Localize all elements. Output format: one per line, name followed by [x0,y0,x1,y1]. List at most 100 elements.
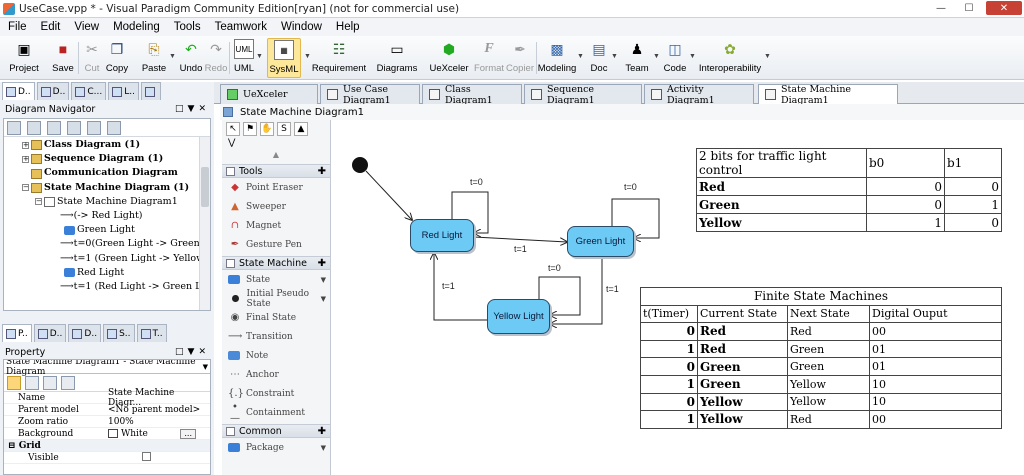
bits-table[interactable]: 2 bits for traffic light control b0 b1 R… [696,148,1002,232]
menu-view[interactable]: View [74,21,100,33]
menu-help[interactable]: Help [335,21,360,33]
team-button[interactable]: ♟Team [625,40,649,75]
state-green-light[interactable]: Green Light [567,226,634,257]
palette-group-state-machine[interactable]: State Machine✚ [222,256,330,270]
tab-diagram-navigator[interactable]: D.. [2,82,35,100]
fsm-table[interactable]: Finite State Machines t(Timer) Current S… [640,287,1002,429]
menu-tools[interactable]: Tools [173,21,201,33]
menu-edit[interactable]: Edit [40,21,61,33]
project-button[interactable]: ▣Project [9,40,39,75]
requirement-button[interactable]: ☷Requirement [311,40,367,75]
tab-class-diagram[interactable]: Class Diagram1 [422,84,522,106]
initial-state-node[interactable] [352,157,368,173]
hand-icon[interactable]: ✋ [260,122,274,136]
palette-group-common[interactable]: Common✚ [222,424,330,438]
palette-note[interactable]: Note [222,346,330,365]
triangle-icon[interactable]: ▲ [294,122,308,136]
tab-diagram-overview[interactable]: D.. [33,324,67,342]
modeling-button[interactable]: ▩Modeling [537,40,577,75]
transition-label[interactable]: t=1 [442,281,455,291]
tree-item[interactable]: Green Light [4,223,210,237]
cut-button[interactable]: ✂Cut [82,38,102,78]
initial-transition[interactable] [365,170,412,220]
tab-activity-diagram[interactable]: Activity Diagram1 [644,84,754,106]
close-icon[interactable]: ✕ [986,1,1022,15]
redo-button[interactable]: ↷Redo [204,40,228,75]
categorized-icon[interactable] [7,375,21,390]
palette-magnet[interactable]: ∩Magnet [222,216,330,235]
tab-state-machine-diagram[interactable]: State Machine Diagram1 [758,84,898,106]
lock-icon[interactable]: ⚑ [243,122,257,136]
palette-transition[interactable]: ⟶Transition [228,331,293,342]
tab-use-case-diagram[interactable]: Use Case Diagram1 [320,84,420,106]
folder-icon[interactable] [107,120,121,135]
minimize-icon[interactable]: — [936,2,946,14]
yellow-self-transition[interactable] [538,276,581,315]
sort-icon[interactable] [67,120,81,135]
chevron-down-icon[interactable]: ⋁ [228,138,236,148]
ellipsis-button[interactable]: ... [180,428,196,439]
transition-label[interactable]: t=0 [624,182,637,192]
tree-item[interactable]: −State Machine Diagram (1) [22,181,190,193]
tab-uexceler[interactable]: UeXceler [220,84,318,104]
tab-logical-view[interactable]: L.. [108,82,139,100]
palette-point-eraser[interactable]: ◆Point Eraser [222,178,330,197]
tree-item[interactable]: ⟶t=1 (Red Light -> Green Light) [4,280,210,294]
palette-constraint[interactable]: {.}Constraint [228,388,295,399]
diagrams-button[interactable]: ▭Diagrams [376,40,418,75]
tab-property[interactable]: P.. [2,324,32,342]
palette-package[interactable]: Package▼ [222,438,330,457]
tree-item[interactable]: +Sequence Diagram (1) [22,153,164,165]
navigator-scrollbar[interactable] [199,137,210,310]
menu-window[interactable]: Window [281,21,322,33]
copy-button[interactable]: ❐Copy [105,40,129,75]
tab-class-repository[interactable]: C... [71,82,107,100]
undo-button[interactable]: ↶Undo [179,40,203,75]
up-icon[interactable] [87,120,101,135]
green-self-transition[interactable] [611,198,660,238]
doc-button[interactable]: ▤Doc [590,40,608,75]
grid-icon[interactable] [7,120,21,135]
tree-item[interactable]: Red Light [4,266,210,280]
property-selector[interactable]: State Machine Diagram1 - State Machine D… [4,359,210,377]
state-red-light[interactable]: Red Light [410,219,474,252]
palette-sweeper[interactable]: ▲Sweeper [222,197,330,216]
sort-icon[interactable] [25,375,39,390]
property-row[interactable]: Parent model<No parent model> [4,404,210,416]
sysml-button[interactable]: ▦SysML [267,38,301,78]
sticky-icon[interactable]: S [277,122,291,136]
palette-state[interactable]: State▼ [222,270,330,289]
tab-template[interactable]: T.. [136,324,167,342]
pointer-icon[interactable]: ↖ [226,122,240,136]
yellow-to-red-transition[interactable] [434,253,487,321]
code-button[interactable]: ◫Code [663,40,687,75]
transition-label[interactable]: t=0 [548,263,561,273]
state-yellow-light[interactable]: Yellow Light [487,299,550,334]
tab-sequence-diagram[interactable]: Sequence Diagram1 [524,84,642,106]
expand-icon[interactable] [43,375,57,390]
tab-documentation[interactable]: D.. [68,324,102,342]
scroll-up-icon[interactable]: ▲ [272,150,280,159]
collapse-icon[interactable] [61,375,75,390]
property-row[interactable]: Visible [4,451,210,464]
transition-label[interactable]: t=1 [514,244,527,254]
palette-anchor[interactable]: ⋯Anchor [230,369,279,380]
tree-item[interactable]: −State Machine Diagram1 [35,195,178,207]
paste-button[interactable]: ⎘Paste [141,40,167,75]
transition-label[interactable]: t=1 [606,284,619,294]
panel-controls-icon[interactable]: □▼✕ [175,104,210,114]
palette-gesture-pen[interactable]: ✒Gesture Pen [222,235,330,254]
menu-teamwork[interactable]: Teamwork [214,21,268,33]
green-to-yellow-transition[interactable] [550,253,603,324]
tree-item[interactable]: ⟶t=1 (Green Light -> Yellow Ligh [4,252,210,266]
tree-icon[interactable] [27,120,41,135]
tab-model-explorer[interactable]: D.. [36,82,70,100]
palette-final-state[interactable]: ◉Final State [222,308,330,327]
visible-checkbox[interactable] [142,451,151,461]
copier-button[interactable]: ✒Copier [506,40,534,75]
